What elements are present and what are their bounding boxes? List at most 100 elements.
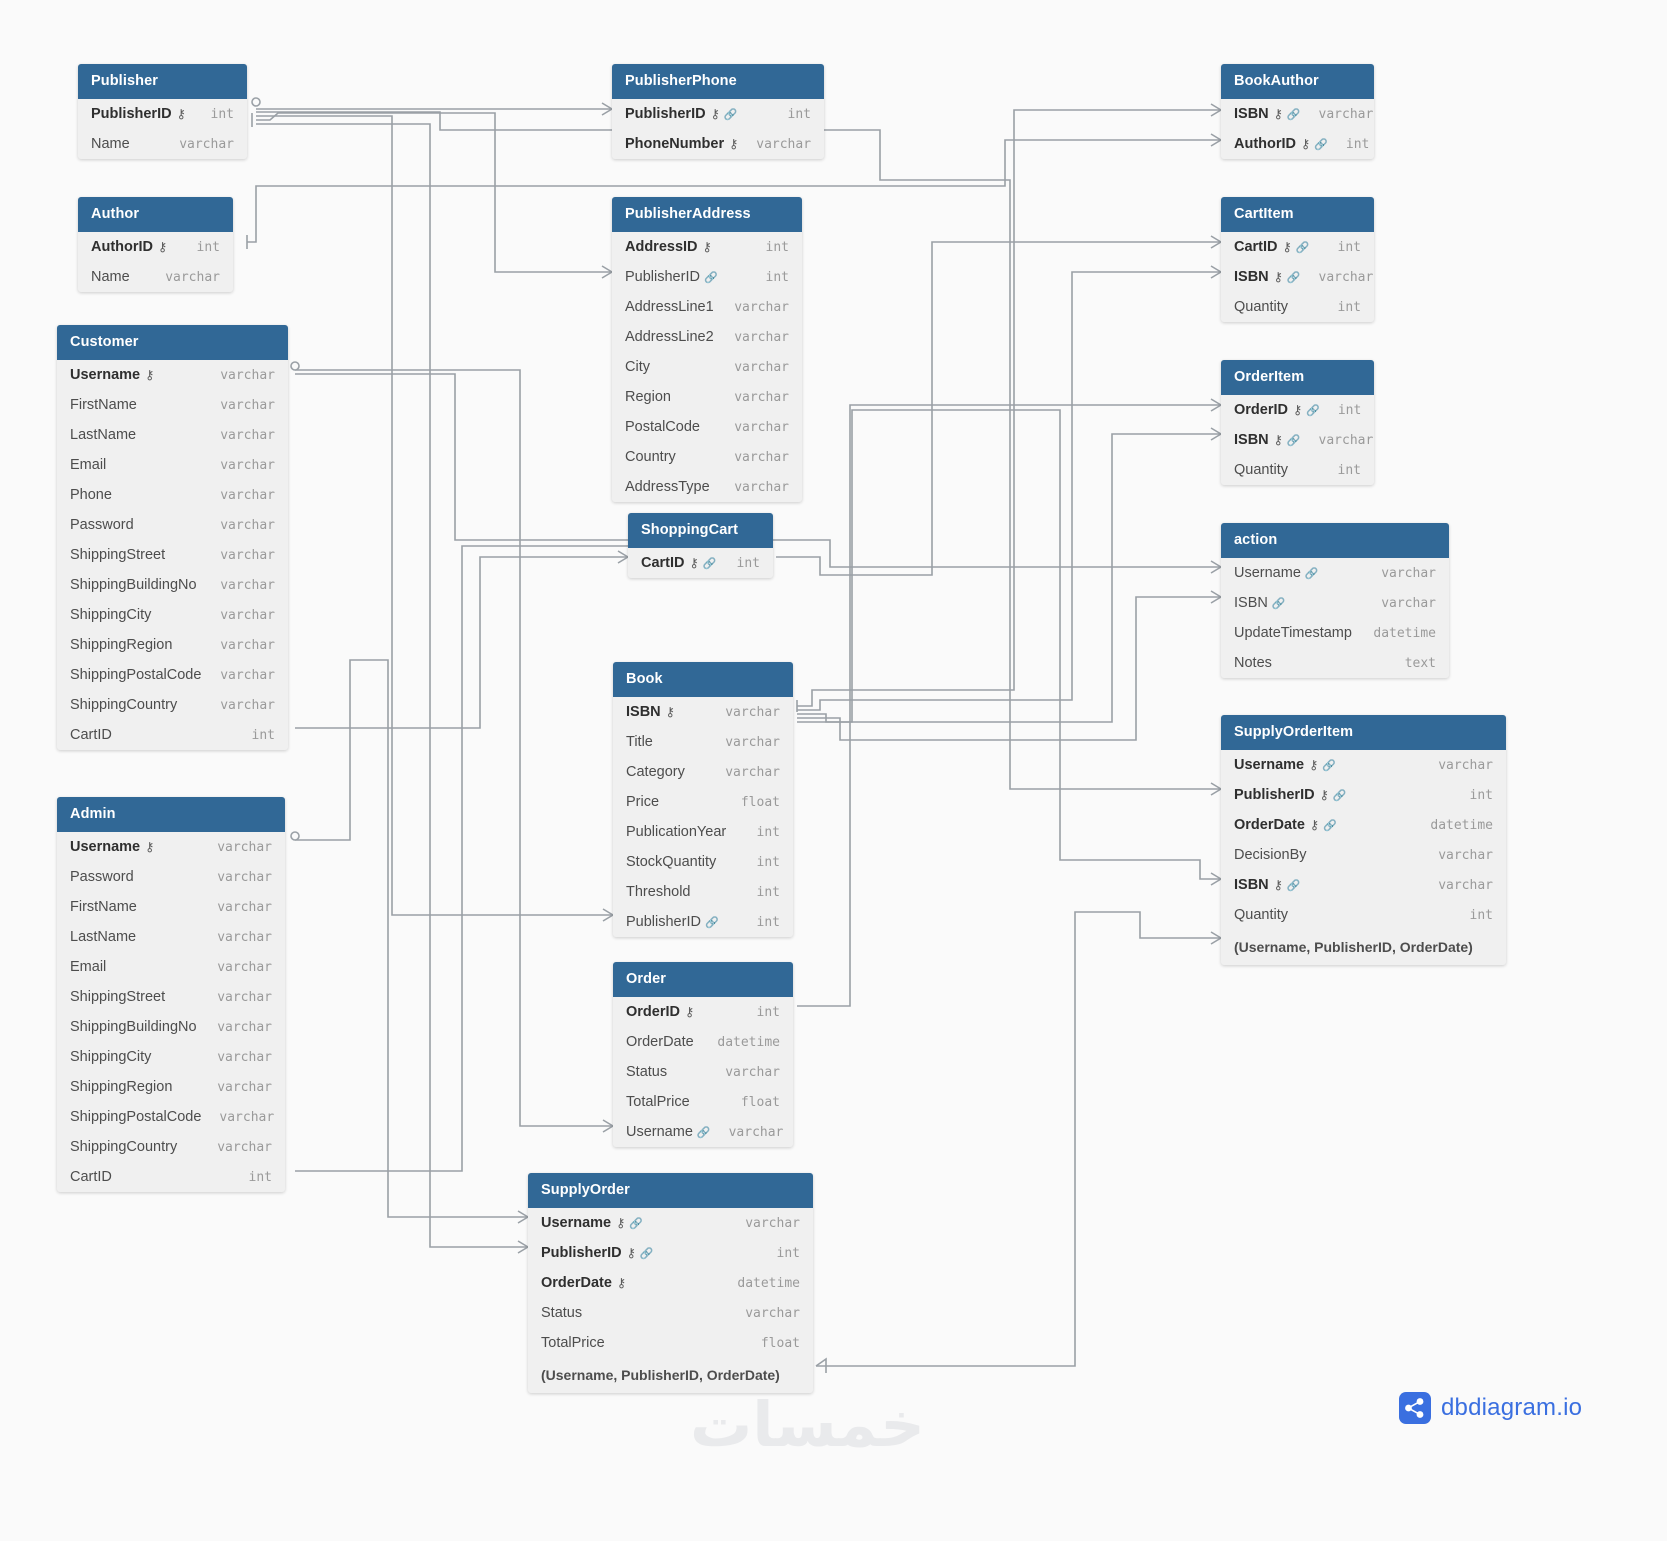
field-row[interactable]: ISBN⚷🔗varchar bbox=[1221, 99, 1374, 129]
field-row[interactable]: Username⚷varchar bbox=[57, 832, 285, 862]
field-row[interactable]: CartID⚷🔗int bbox=[1221, 232, 1374, 262]
table-header-publisheraddress[interactable]: PublisherAddress bbox=[612, 197, 802, 232]
field-row[interactable]: ISBN⚷🔗varchar bbox=[1221, 425, 1374, 455]
table-header-supplyorder[interactable]: SupplyOrder bbox=[528, 1173, 813, 1208]
field-row[interactable]: PublisherID🔗int bbox=[613, 907, 793, 937]
field-row[interactable]: PublisherID⚷int bbox=[78, 99, 247, 129]
table-header-publisher[interactable]: Publisher bbox=[78, 64, 247, 99]
field-row[interactable]: Username⚷varchar bbox=[57, 360, 288, 390]
field-row[interactable]: OrderID⚷int bbox=[613, 997, 793, 1027]
field-row[interactable]: ISBN⚷🔗varchar bbox=[1221, 870, 1506, 900]
table-header-supplyorderitem[interactable]: SupplyOrderItem bbox=[1221, 715, 1506, 750]
field-row[interactable]: AuthorID⚷🔗int bbox=[1221, 129, 1374, 159]
field-row[interactable]: PublisherID⚷🔗int bbox=[528, 1238, 813, 1268]
table-header-orderitem[interactable]: OrderItem bbox=[1221, 360, 1374, 395]
table-header-action[interactable]: action bbox=[1221, 523, 1449, 558]
field-row[interactable]: CartID⚷🔗int bbox=[628, 548, 773, 578]
table-header-customer[interactable]: Customer bbox=[57, 325, 288, 360]
table-header-author[interactable]: Author bbox=[78, 197, 233, 232]
table-header-order[interactable]: Order bbox=[613, 962, 793, 997]
dbdiagram-brand[interactable]: dbdiagram.io bbox=[1399, 1392, 1582, 1424]
field-row[interactable]: ISBN⚷🔗varchar bbox=[1221, 262, 1374, 292]
table-header-admin[interactable]: Admin bbox=[57, 797, 285, 832]
field-row[interactable]: Username⚷🔗varchar bbox=[1221, 750, 1506, 780]
field-row[interactable]: Username🔗varchar bbox=[1221, 558, 1449, 588]
table-header-bookauthor[interactable]: BookAuthor bbox=[1221, 64, 1374, 99]
field-row[interactable]: PublisherID🔗int bbox=[612, 262, 802, 292]
table-header-cartitem[interactable]: CartItem bbox=[1221, 197, 1374, 232]
field-row[interactable]: ISBN⚷varchar bbox=[613, 697, 793, 727]
table-header-shoppingcart[interactable]: ShoppingCart bbox=[628, 513, 773, 548]
field-row[interactable]: PublisherID⚷🔗int bbox=[612, 99, 824, 129]
table-header-publisherphone[interactable]: PublisherPhone bbox=[612, 64, 824, 99]
field-row[interactable]: PublisherID⚷🔗int bbox=[1221, 780, 1506, 810]
field-row[interactable]: Username🔗varchar bbox=[613, 1117, 793, 1147]
field-row[interactable]: PhoneNumber⚷varchar bbox=[612, 129, 824, 159]
field-row[interactable]: OrderID⚷🔗int bbox=[1221, 395, 1374, 425]
field-row[interactable]: AuthorID⚷int bbox=[78, 232, 233, 262]
field-row[interactable]: Username⚷🔗varchar bbox=[528, 1208, 813, 1238]
field-row[interactable]: OrderDate⚷datetime bbox=[528, 1268, 813, 1298]
field-row[interactable]: AddressID⚷int bbox=[612, 232, 802, 262]
